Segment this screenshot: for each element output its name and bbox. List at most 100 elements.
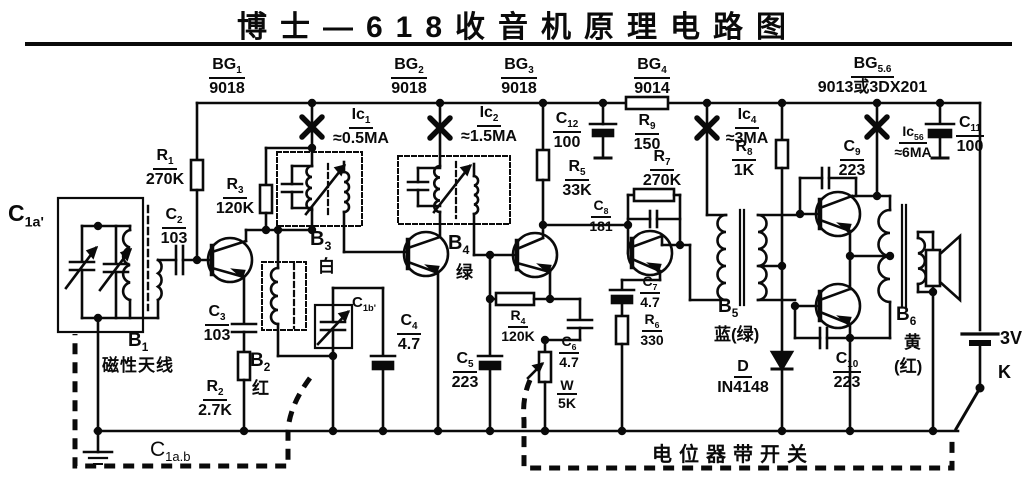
resistor-r5-icon	[535, 101, 551, 227]
capacitor-c4-icon	[369, 286, 397, 433]
label-ic2: Ic2≈1.5MA	[461, 104, 517, 146]
label-ic56: Ic56≈6MA	[894, 123, 932, 161]
label-ic1: Ic1≈0.5MA	[333, 106, 389, 148]
label-b1-desc: 磁性天线	[102, 356, 174, 375]
transistor-bg3-icon	[511, 223, 559, 279]
label-gang-note: 电位器带开关	[652, 444, 814, 466]
label-b4-desc: 绿	[456, 263, 473, 282]
resistor-r1-icon	[189, 101, 205, 262]
resistor-r6-icon	[614, 314, 630, 433]
transistor-bg6-icon	[793, 282, 862, 433]
resistor-r2-icon	[236, 350, 252, 433]
label-b5-desc: 蓝(绿)	[714, 325, 760, 344]
label-b1: B1	[128, 330, 149, 354]
x-ic1-icon	[299, 114, 325, 140]
capacitor-c7-icon	[608, 269, 662, 318]
ground-icon	[82, 429, 114, 465]
capacitor-c6-icon	[543, 297, 594, 342]
switch-gang-dash-link	[521, 378, 955, 471]
capacitor-c2-icon	[156, 244, 214, 276]
osc-coil-b2-box	[261, 261, 307, 331]
if-transformer-b4-box	[397, 155, 511, 225]
tuning-gang-box	[56, 196, 145, 334]
resistor-r3-icon	[258, 146, 314, 232]
label-b3-desc: 白	[318, 257, 335, 276]
label-switch-k: K	[998, 362, 1011, 382]
transistor-bg5-icon	[798, 190, 892, 238]
diode-d-icon	[769, 350, 795, 433]
capacitor-c8-icon	[626, 209, 682, 229]
volume-pot-w-icon	[526, 338, 553, 433]
driver-transformer-b5-icon	[716, 208, 802, 307]
if-transformer-b4-icon	[406, 101, 480, 257]
resistor-r8-icon	[774, 101, 790, 354]
label-battery-3v: 3V	[1000, 328, 1023, 348]
resistor-r9-icon	[624, 95, 670, 111]
x-ic4-icon	[694, 115, 720, 141]
power-switch-icon	[953, 385, 983, 432]
capacitor-c3-icon	[230, 275, 258, 354]
label-b2: B2	[250, 350, 271, 374]
transistor-bg1-icon	[206, 228, 254, 284]
transistor-bg4-icon	[626, 229, 728, 302]
capacitor-c9-icon	[798, 166, 858, 216]
label-b6-desc: 黄	[904, 333, 921, 352]
variable-capacitor-c1a-icon	[64, 224, 99, 320]
battery-icon	[960, 332, 1000, 388]
label-b5: B5	[718, 296, 739, 320]
resistor-r7-icon	[626, 187, 682, 203]
capacitor-c10-icon	[793, 304, 892, 350]
antenna-coil-b1-icon	[121, 204, 163, 320]
label-c1a: C1a'	[8, 200, 44, 231]
page-title: 博士—618收音机原理电路图	[236, 11, 800, 44]
label-b6-desc2: (红)	[894, 357, 923, 376]
test-point-x-marks	[299, 114, 890, 141]
label-b4: B4	[448, 232, 470, 257]
transistor-bg2-icon	[402, 210, 450, 433]
tuning-gang-dash-link	[72, 334, 313, 469]
x-ic56-icon	[864, 114, 890, 140]
junction-dots	[93, 98, 985, 436]
variable-capacitor-c1b-gang-icon	[98, 224, 133, 320]
label-c1ab: C1a.b	[150, 438, 191, 465]
label-b3: B3	[310, 228, 332, 253]
trimmer-c1b-icon	[316, 286, 351, 433]
title-underline	[25, 42, 1012, 46]
if-transformer-b3-box	[276, 151, 363, 227]
label-b2-desc: 红	[252, 379, 269, 398]
capacitor-c11-icon	[924, 101, 956, 160]
osc-coil-b2-icon	[269, 228, 335, 358]
capacitor-c12-icon	[588, 101, 618, 160]
speaker-icon	[916, 230, 962, 433]
label-ic4: Ic4≈3MA	[725, 106, 769, 148]
label-b6: B6	[896, 304, 917, 328]
x-ic2-icon	[427, 115, 453, 141]
